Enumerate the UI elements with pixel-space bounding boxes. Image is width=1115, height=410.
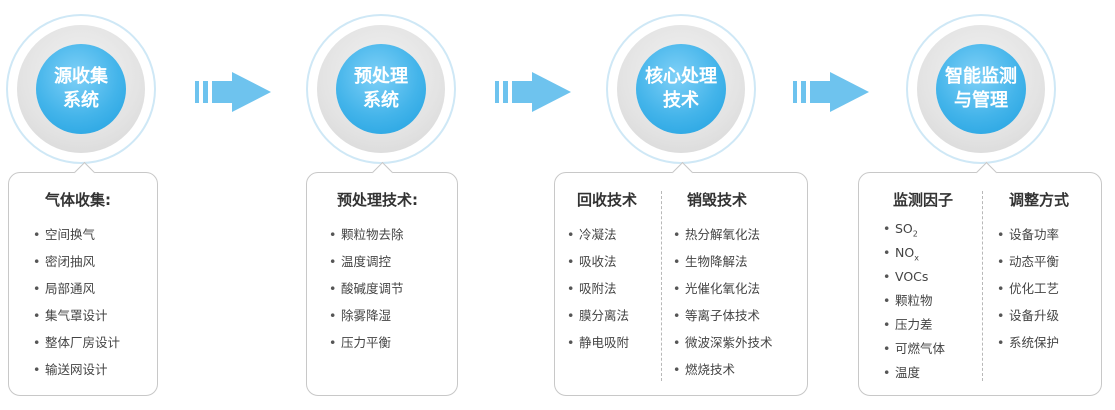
card-title: 预处理技术:: [337, 191, 418, 209]
list-item: •优化工艺: [997, 281, 1060, 296]
list-item: •压力差: [883, 317, 933, 332]
list-item: •光催化氧化法: [673, 281, 761, 296]
adjust-methods-list: •设备功率 •动态平衡 •优化工艺 •设备升级 •系统保护: [997, 221, 1059, 356]
list-item: •系统保护: [997, 335, 1060, 350]
list-item: •局部通风: [33, 281, 96, 296]
column-divider: [661, 191, 662, 381]
list-item: •设备功率: [997, 227, 1060, 242]
list-item: •整体厂房设计: [33, 335, 121, 350]
list-item: •吸附法: [567, 281, 617, 296]
list-item: •膜分离法: [567, 308, 630, 323]
column-divider: [982, 191, 983, 381]
list-item: •VOCs: [883, 269, 929, 284]
monitor-factors-title: 监测因子: [893, 191, 954, 209]
monitor-factors-list: •SO2 •NOx •VOCs •颗粒物 •压力差 •可燃气体 •温度: [883, 217, 945, 385]
stage-pretreatment: 预处理系统: [306, 14, 456, 164]
destruction-title: 销毁技术: [687, 191, 748, 209]
card-title: 气体收集:: [45, 191, 111, 209]
list-item: •除雾降湿: [329, 308, 392, 323]
list-item: •NOx: [883, 245, 919, 263]
list-item: •生物降解法: [673, 254, 748, 269]
destruction-list: •热分解氧化法 •生物降解法 •光催化氧化法 •等离子体技术 •微波深紫外技术 …: [673, 221, 773, 383]
list-item: •酸碱度调节: [329, 281, 404, 296]
list-item: •吸收法: [567, 254, 617, 269]
list-item: •输送网设计: [33, 362, 108, 377]
collect-list: •空间换气 •密闭抽风 •局部通风 •集气罩设计 •整体厂房设计 •输送网设计: [33, 221, 120, 383]
arrow-right-icon: [495, 72, 571, 112]
list-item: •颗粒物去除: [329, 227, 404, 242]
card-notch: [975, 161, 998, 184]
pretreat-list: •颗粒物去除 •温度调控 •酸碱度调节 •除雾降湿 •压力平衡: [329, 221, 404, 356]
stage-smart-monitoring: 智能监测与管理: [906, 14, 1056, 164]
list-item: •等离子体技术: [673, 308, 761, 323]
list-item: •空间换气: [33, 227, 96, 242]
list-item: •SO2: [883, 221, 918, 239]
stage-label: 核心处理技术: [636, 44, 726, 134]
card-notch: [371, 161, 394, 184]
stage-label: 智能监测与管理: [936, 44, 1026, 134]
adjust-methods-title: 调整方式: [1009, 191, 1070, 209]
list-item: •冷凝法: [567, 227, 617, 242]
list-item: •可燃气体: [883, 341, 946, 356]
list-item: •热分解氧化法: [673, 227, 761, 242]
card-notch: [671, 161, 694, 184]
arrow-right-icon: [195, 72, 271, 112]
list-item: •动态平衡: [997, 254, 1060, 269]
list-item: •静电吸附: [567, 335, 630, 350]
stage-core-processing: 核心处理技术: [606, 14, 756, 164]
card-notch: [73, 161, 96, 184]
list-item: •温度调控: [329, 254, 392, 269]
card-gas-collection: 气体收集: •空间换气 •密闭抽风 •局部通风 •集气罩设计 •整体厂房设计 •…: [8, 161, 158, 396]
list-item: •燃烧技术: [673, 362, 736, 377]
list-item: •颗粒物: [883, 293, 933, 308]
list-item: •集气罩设计: [33, 308, 108, 323]
recovery-list: •冷凝法 •吸收法 •吸附法 •膜分离法 •静电吸附: [567, 221, 629, 356]
stage-source-collection: 源收集系统: [6, 14, 156, 164]
list-item: •压力平衡: [329, 335, 392, 350]
stage-label: 源收集系统: [36, 44, 126, 134]
recovery-title: 回收技术: [577, 191, 638, 209]
list-item: •温度: [883, 365, 921, 380]
arrow-right-icon: [793, 72, 869, 112]
card-core-technologies: 回收技术 销毁技术 •冷凝法 •吸收法 •吸附法 •膜分离法 •静电吸附 •热分…: [554, 161, 808, 396]
list-item: •密闭抽风: [33, 254, 96, 269]
stage-label: 预处理系统: [336, 44, 426, 134]
card-pretreatment: 预处理技术: •颗粒物去除 •温度调控 •酸碱度调节 •除雾降湿 •压力平衡: [306, 161, 458, 396]
list-item: •设备升级: [997, 308, 1060, 323]
card-monitoring-management: 监测因子 调整方式 •SO2 •NOx •VOCs •颗粒物 •压力差 •可燃气…: [858, 161, 1102, 396]
list-item: •微波深紫外技术: [673, 335, 773, 350]
